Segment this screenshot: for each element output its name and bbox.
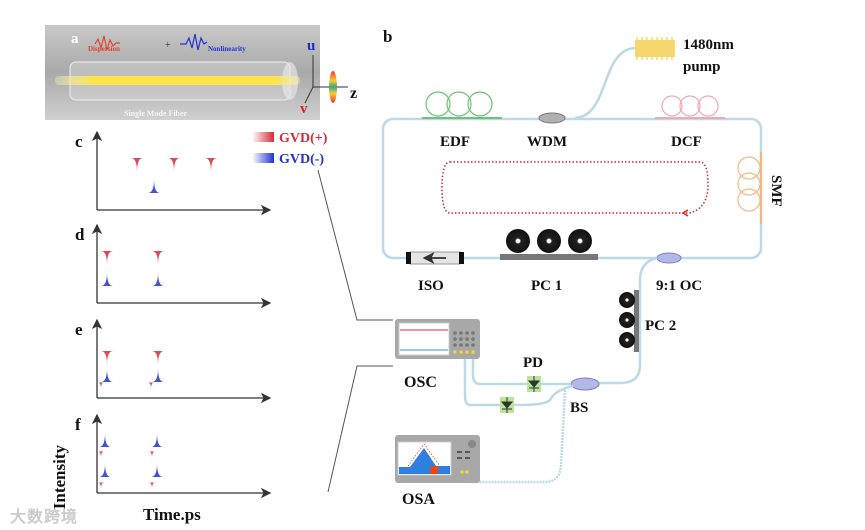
pump-laser-chip bbox=[635, 37, 675, 60]
panel-a-background bbox=[45, 25, 320, 120]
pulse-gvd-pos bbox=[149, 451, 155, 459]
legend-swatch-gvd-pos bbox=[252, 132, 274, 142]
plot-d: d bbox=[75, 223, 272, 309]
pulse-gvd-neg bbox=[151, 463, 163, 477]
nonlinearity-wave-icon bbox=[180, 33, 208, 51]
plot-c: c bbox=[75, 130, 272, 216]
pc2-label: PC 2 bbox=[645, 318, 676, 334]
smf-coil bbox=[737, 152, 762, 224]
bs-label: BS bbox=[570, 400, 588, 416]
v-axis bbox=[304, 86, 314, 104]
watermark: 大数跨境 bbox=[10, 507, 79, 526]
axis-v-label: v bbox=[300, 101, 308, 117]
pump-fiber bbox=[574, 46, 636, 120]
connector-line-bottom bbox=[327, 365, 393, 493]
pulse-gvd-pos bbox=[149, 482, 155, 490]
osa-label: OSA bbox=[402, 491, 435, 508]
pulse-gvd-pos bbox=[152, 251, 164, 265]
pd2-fiber bbox=[463, 358, 574, 407]
output-fiber bbox=[598, 256, 658, 385]
pulse-gvd-pos bbox=[205, 158, 217, 172]
output-coupler bbox=[656, 252, 682, 264]
fiber-caption: Single Mode Fiber bbox=[124, 109, 188, 118]
iso-label: ISO bbox=[418, 278, 444, 294]
pulse-gvd-neg bbox=[151, 433, 163, 447]
panel-a-fiber-illustration bbox=[45, 25, 348, 120]
osc-label: OSC bbox=[404, 374, 437, 391]
axis-z-label: z bbox=[350, 85, 357, 102]
pulse-gvd-neg bbox=[152, 368, 164, 382]
dcf-coil bbox=[655, 95, 725, 119]
pump-wavelength-label: 1480nm bbox=[683, 37, 734, 53]
pulse-gvd-pos bbox=[131, 158, 143, 172]
edf-label: EDF bbox=[440, 134, 470, 150]
pulse-gvd-pos bbox=[101, 351, 113, 365]
beam-splitter bbox=[570, 377, 600, 391]
pulse-gvd-neg bbox=[99, 463, 111, 477]
pulse-gvd-pos bbox=[168, 158, 180, 172]
oscilloscope bbox=[395, 319, 480, 359]
panel-a-label: a bbox=[71, 31, 79, 47]
isolator bbox=[406, 251, 464, 265]
wdm-label: WDM bbox=[527, 134, 567, 150]
plot-label: e bbox=[75, 320, 83, 339]
light-propagation-loop bbox=[441, 161, 709, 214]
plot-label: f bbox=[75, 415, 81, 434]
nonlinearity-label: Nonlinearity bbox=[208, 45, 246, 53]
photodetector-1 bbox=[527, 376, 541, 392]
polarization-controller-2 bbox=[619, 290, 639, 352]
light-beam bbox=[55, 76, 300, 85]
axis-u-label: u bbox=[307, 38, 315, 54]
legend-gvd-neg: GVD(-) bbox=[279, 152, 324, 167]
legend-gvd-pos: GVD(+) bbox=[279, 131, 328, 146]
pd-label: PD bbox=[523, 355, 543, 371]
osa-spectrum-red bbox=[430, 466, 438, 474]
connector-line-top bbox=[317, 169, 393, 321]
photodetector-2 bbox=[500, 397, 514, 413]
plot-f: f bbox=[75, 413, 272, 499]
pulse-gvd-pos bbox=[98, 451, 104, 459]
polarization-controller-1 bbox=[500, 229, 598, 260]
pulse-plots: c d e f bbox=[75, 130, 272, 499]
edf-coil bbox=[422, 91, 502, 119]
pulse-gvd-neg bbox=[99, 433, 111, 447]
pulse-gvd-pos bbox=[152, 351, 164, 365]
dispersion-wave-icon bbox=[94, 35, 120, 51]
loop-direction-arrow-icon bbox=[681, 209, 689, 217]
pd1-fiber bbox=[471, 358, 571, 386]
panel-b-label: b bbox=[383, 27, 392, 46]
pulse-gvd-pos bbox=[98, 382, 104, 390]
osa-fiber bbox=[460, 389, 567, 484]
pulse-gvd-neg bbox=[101, 368, 113, 382]
y-axis-label: Intensity bbox=[50, 445, 69, 510]
pulse-gvd-pos bbox=[98, 482, 104, 490]
oc-label: 9:1 OC bbox=[656, 278, 702, 294]
pc1-label: PC 1 bbox=[531, 278, 562, 294]
dcf-label: DCF bbox=[671, 134, 702, 150]
legend-swatch-gvd-neg bbox=[252, 153, 274, 163]
pulse-gvd-neg bbox=[101, 272, 113, 286]
optical-spectrum-analyzer bbox=[395, 435, 480, 483]
pulse-profile-icon bbox=[329, 71, 337, 103]
plus-sign: + bbox=[165, 40, 171, 51]
wdm-coupler bbox=[538, 112, 566, 124]
plot-label: c bbox=[75, 132, 83, 151]
dispersion-label: Dispersion bbox=[88, 45, 120, 53]
pulse-gvd-neg bbox=[152, 272, 164, 286]
pump-label: pump bbox=[683, 59, 721, 75]
plot-label: d bbox=[75, 225, 85, 244]
smf-label: SMF bbox=[768, 175, 784, 207]
pulse-gvd-neg bbox=[148, 179, 160, 193]
pulse-gvd-pos bbox=[101, 251, 113, 265]
pulse-gvd-pos bbox=[148, 382, 154, 390]
plot-e: e bbox=[75, 318, 272, 404]
x-axis-label: Time.ps bbox=[143, 505, 201, 524]
